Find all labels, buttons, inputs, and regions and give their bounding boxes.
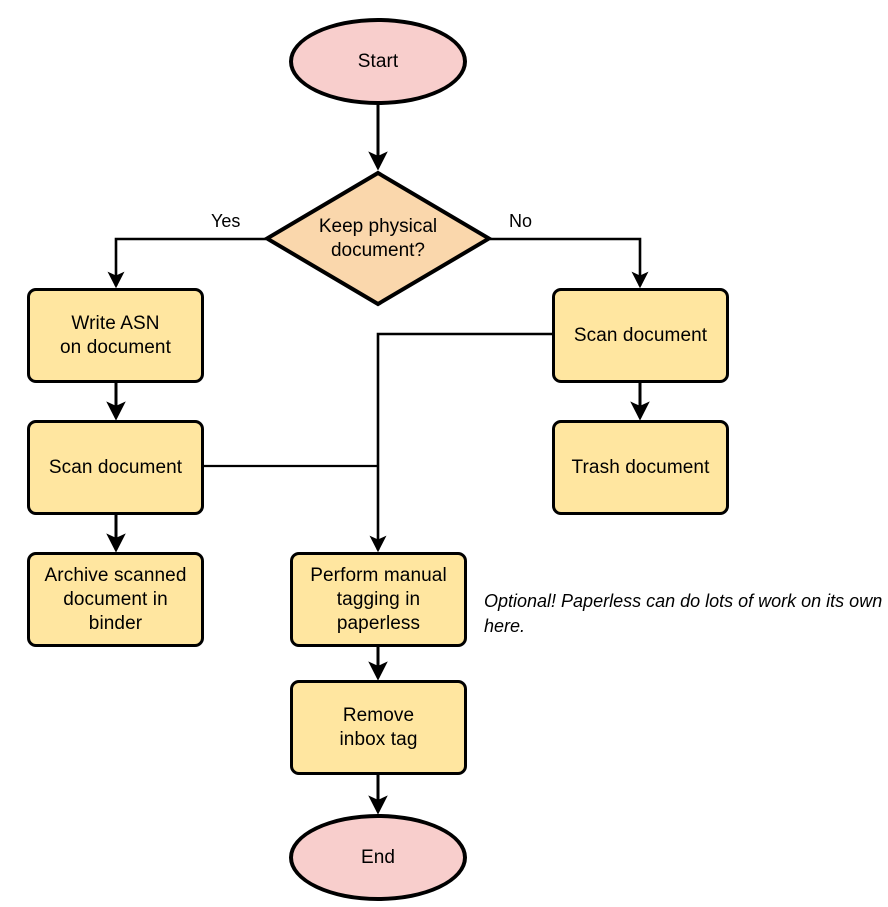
node-scan-document-left-label: Scan document: [48, 456, 183, 478]
node-perform-manual-tagging-in-paperless[interactable]: Perform manual tagging in paperless: [290, 552, 467, 647]
node-decision-label: Keep physical document?: [318, 215, 438, 261]
node-scan-document-right[interactable]: Scan document: [552, 288, 729, 383]
node-remove-inbox-tag[interactable]: Remove inbox tag: [290, 680, 467, 775]
node-scan-document-left[interactable]: Scan document: [27, 420, 204, 515]
node-decision-keep-physical-document[interactable]: Keep physical document?: [264, 170, 492, 307]
node-write-asn-label: Write ASN on document: [60, 312, 171, 358]
node-archive-scanned-document-in-binder[interactable]: Archive scanned document in binder: [27, 552, 204, 647]
node-trash-document[interactable]: Trash document: [552, 420, 729, 515]
edge-decision-no-to-scan-right: [490, 237, 649, 289]
node-start[interactable]: Start: [289, 18, 467, 105]
annotation-optional-note: Optional! Paperless can do lots of work …: [484, 591, 883, 636]
node-archive-label: Archive scanned document in binder: [44, 564, 187, 634]
edge-label-yes: Yes: [211, 211, 241, 231]
node-end-label: End: [360, 846, 396, 868]
node-scan-document-right-label: Scan document: [573, 324, 708, 346]
node-end[interactable]: End: [289, 814, 467, 901]
node-remove-inbox-tag-label: Remove inbox tag: [339, 704, 418, 750]
node-start-label: Start: [357, 50, 399, 72]
node-trash-document-label: Trash document: [571, 456, 710, 478]
node-write-asn-on-document[interactable]: Write ASN on document: [27, 288, 204, 383]
decision-diamond-shape: [264, 170, 492, 307]
edge-label-no: No: [509, 211, 533, 231]
node-tagging-label: Perform manual tagging in paperless: [310, 564, 447, 634]
edge-decision-yes-to-write-asn: [107, 237, 266, 289]
edge-scan-right-to-tagging: [369, 332, 552, 553]
